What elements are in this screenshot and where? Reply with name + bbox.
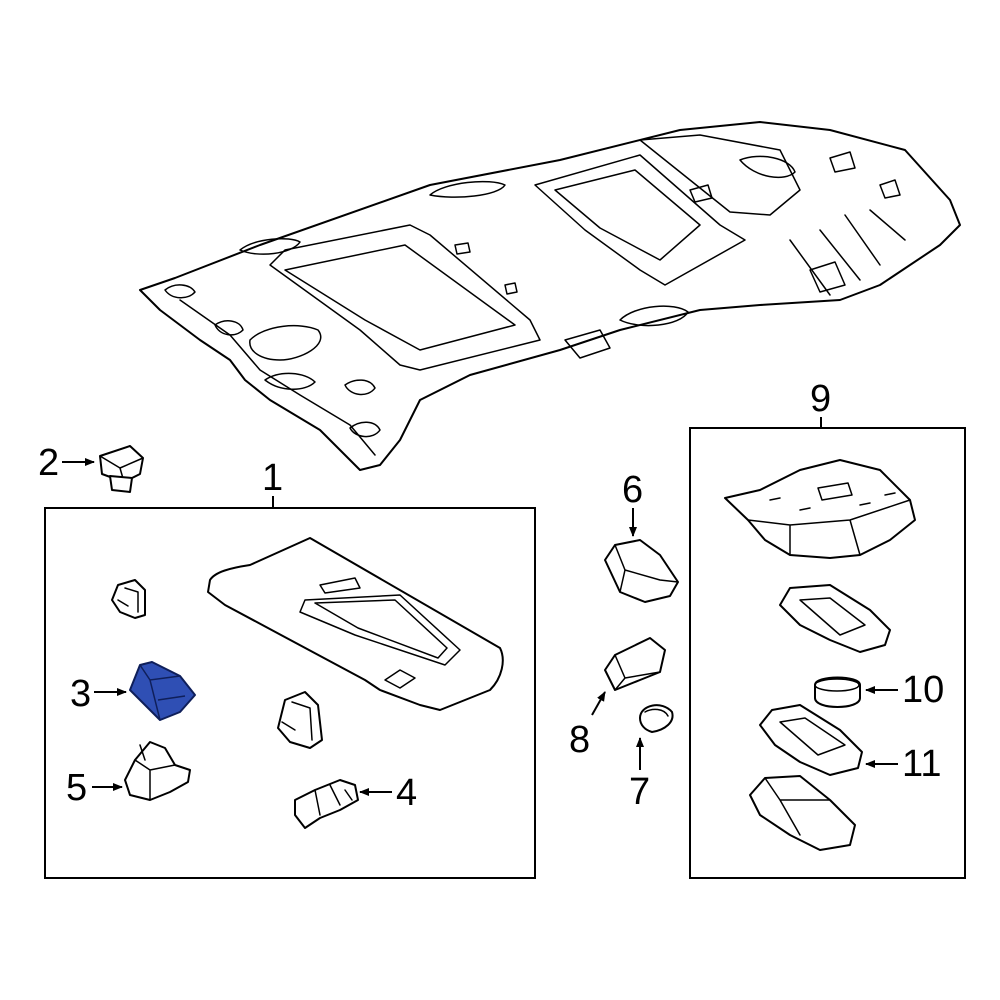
- highlighted-part: [129, 661, 196, 721]
- visor-clip-upper[interactable]: [111, 579, 146, 619]
- bracket-part-8[interactable]: [604, 637, 666, 691]
- visor-holder-part-3[interactable]: [129, 661, 196, 721]
- lamp-lens-upper[interactable]: [779, 584, 891, 653]
- cap-part-7[interactable]: [639, 704, 674, 733]
- callout-10: 10: [902, 669, 944, 711]
- headliner-part[interactable]: [139, 121, 961, 471]
- leader-8: [591, 691, 606, 716]
- callout-4: 4: [396, 772, 417, 814]
- callout-7: 7: [629, 771, 650, 813]
- dome-lamp-housing[interactable]: [724, 459, 916, 559]
- callout-5: 5: [66, 767, 87, 809]
- visor-clip-middle[interactable]: [277, 691, 323, 749]
- lamp-part-6[interactable]: [604, 539, 679, 603]
- callout-2: 2: [38, 442, 59, 484]
- visor-retainer-part-4[interactable]: [294, 779, 359, 829]
- sun-visor-part[interactable]: [207, 537, 504, 711]
- lamp-lens-part-11[interactable]: [759, 704, 863, 776]
- callout-6: 6: [622, 469, 643, 511]
- lamp-cover-lower[interactable]: [749, 775, 856, 851]
- callout-11: 11: [902, 743, 941, 785]
- callout-1: 1: [262, 457, 283, 499]
- callout-3: 3: [70, 673, 91, 715]
- callout-8: 8: [569, 719, 590, 761]
- clip-part-2[interactable]: [99, 445, 144, 493]
- sun-visor-group-box: [44, 507, 536, 879]
- bulb-part-10[interactable]: [814, 676, 861, 708]
- dome-lamp-group-box: [689, 427, 966, 879]
- visor-bracket-part-5[interactable]: [124, 741, 191, 801]
- callout-9: 9: [810, 378, 831, 420]
